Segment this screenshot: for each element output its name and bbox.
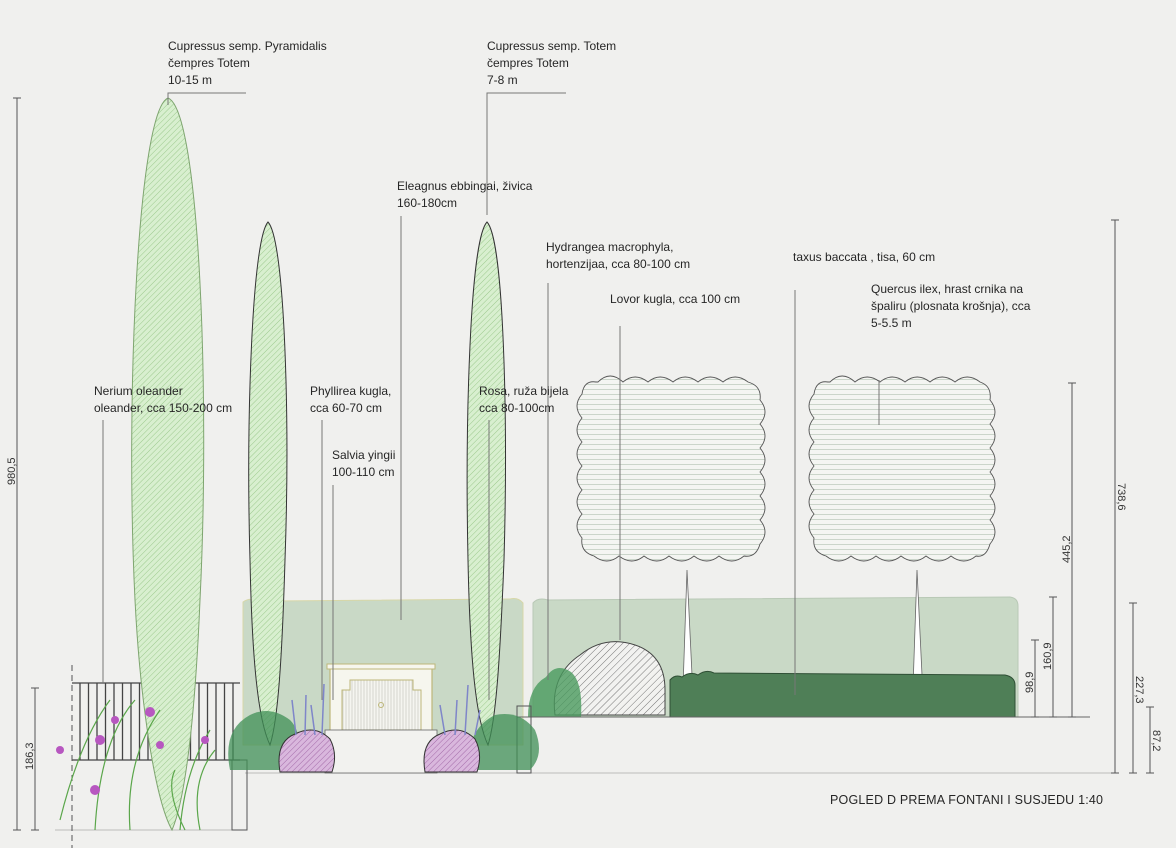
label-line: 160-180cm	[397, 196, 458, 210]
label-eleagnus: Eleagnus ebbingai, živica 160-180cm	[397, 178, 532, 212]
label-line: čempres Totem	[168, 56, 250, 70]
label-line: Rosa, ruža bijela	[479, 384, 569, 398]
lavender-stems	[291, 683, 481, 736]
salvia-shrub-left	[278, 729, 336, 773]
label-quercus: Quercus ilex, hrast crnika na špaliru (p…	[871, 281, 1030, 332]
label-rosa: Rosa, ruža bijela cca 80-100cm	[479, 383, 568, 417]
step-wall	[231, 759, 248, 831]
label-cupressus-totem: Cupressus semp. Totem čempres Totem 7-8 …	[487, 38, 616, 89]
label-line: oleander, cca 150-200 cm	[94, 401, 233, 415]
label-line: 7-8 m	[487, 73, 518, 87]
dim-step-right: 87,2	[1150, 730, 1162, 752]
label-line: 5-5.5 m	[871, 316, 912, 330]
leader-lines	[102, 92, 880, 700]
drawing-title: POGLED D PREMA FONTANI I SUSJEDU 1:40	[830, 793, 1104, 807]
dim-wall-right: 227,3	[1133, 676, 1145, 704]
label-line: cca 80-100cm	[479, 401, 555, 415]
cypress-pyramidalis	[131, 97, 205, 832]
label-line: Lovor kugla, cca 100 cm	[610, 292, 741, 306]
dim-fence-left: 186,3	[24, 742, 36, 770]
dim-quercus: 445,2	[1061, 535, 1073, 563]
label-line: čempres Totem	[487, 56, 569, 70]
label-line: taxus baccata , tisa, 60 cm	[793, 250, 936, 264]
rosa-shrub-right	[469, 714, 539, 770]
dim-hedge: 160,9	[1042, 642, 1054, 670]
label-nerium: Nerium oleander oleander, cca 150-200 cm	[94, 383, 232, 417]
dim-taxus: 98,9	[1024, 671, 1036, 693]
hydrangea-shrub	[528, 668, 582, 717]
label-taxus: taxus baccata , tisa, 60 cm	[793, 249, 935, 266]
fountain	[324, 663, 438, 774]
label-cupressus-pyramidalis: Cupressus semp. Pyramidalis čempres Tote…	[168, 38, 327, 89]
label-line: Eleagnus ebbingai, živica	[397, 179, 533, 193]
label-line: Nerium oleander	[94, 384, 183, 398]
label-salvia: Salvia yingii 100-110 cm	[332, 447, 395, 481]
label-line: hortenzijaa, cca 80-100 cm	[546, 257, 691, 271]
label-line: 10-15 m	[168, 73, 213, 87]
label-line: Cupressus semp. Pyramidalis	[168, 39, 327, 53]
label-phyllirea: Phyllirea kugla, cca 60-70 cm	[310, 383, 391, 417]
label-lovor: Lovor kugla, cca 100 cm	[610, 291, 740, 308]
label-line: Phyllirea kugla,	[310, 384, 392, 398]
salvia-shrub-right	[423, 729, 481, 773]
dim-total-right: 738,6	[1115, 483, 1127, 511]
label-line: Salvia yingii	[332, 448, 396, 462]
taxus-hedge	[669, 670, 1016, 718]
dimension-lines	[13, 97, 1154, 831]
dim-total-left: 980,5	[6, 457, 18, 485]
label-line: Cupressus semp. Totem	[487, 39, 617, 53]
label-hydrangea: Hydrangea macrophyla, hortenzijaa, cca 8…	[546, 239, 690, 273]
label-line: Hydrangea macrophyla,	[546, 240, 674, 254]
label-line: 100-110 cm	[332, 465, 395, 479]
label-line: Quercus ilex, hrast crnika na	[871, 282, 1024, 296]
label-line: špaliru (plosnata krošnja), cca	[871, 299, 1031, 313]
oleander-shrub	[56, 699, 216, 831]
label-line: cca 60-70 cm	[310, 401, 383, 415]
